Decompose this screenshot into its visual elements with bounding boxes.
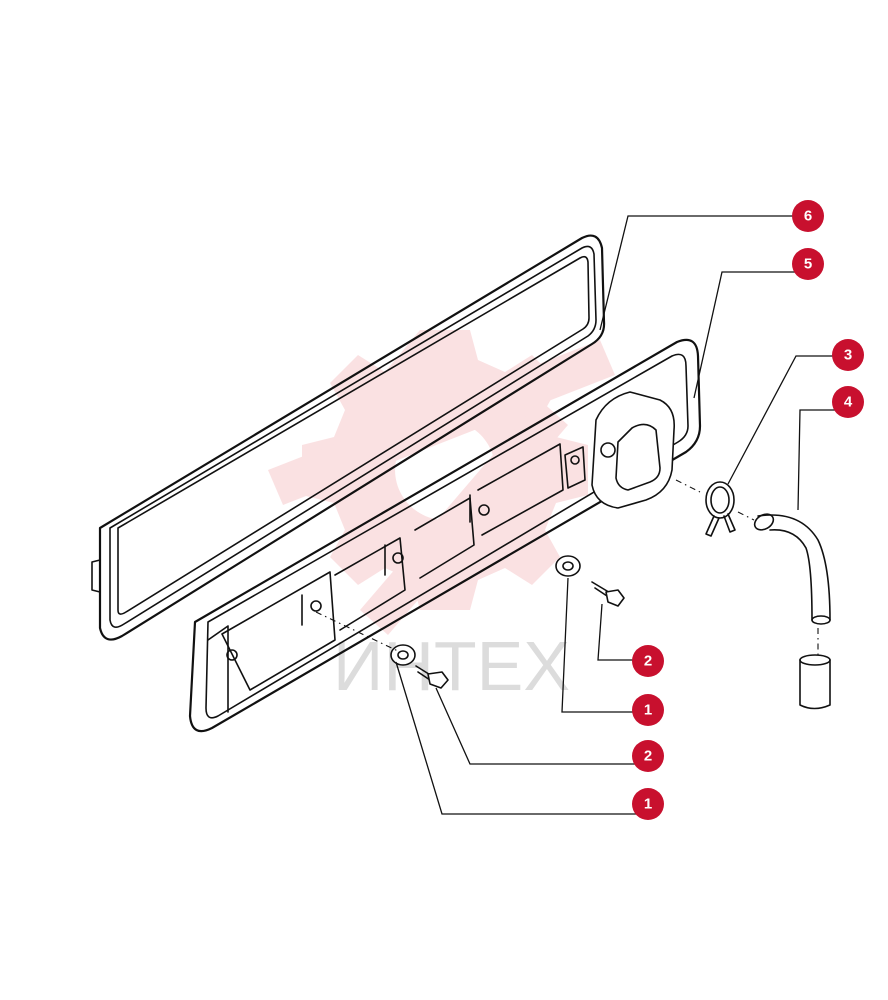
watermark-cross-icon xyxy=(268,340,615,635)
svg-text:4: 4 xyxy=(844,394,853,411)
svg-text:2: 2 xyxy=(644,653,652,670)
fastener-set-upper xyxy=(555,555,625,607)
hose-clamp-part xyxy=(705,481,736,537)
callout-1-lower: 1 xyxy=(632,788,664,820)
callout-2-upper: 2 xyxy=(632,645,664,677)
callout-3: 3 xyxy=(832,339,864,371)
watermark-logo xyxy=(268,330,615,635)
breather-hose-part xyxy=(753,513,831,710)
svg-text:5: 5 xyxy=(804,256,812,273)
watermark-text: ИНТЕХ xyxy=(333,627,570,705)
callout-1-upper: 1 xyxy=(632,694,664,726)
svg-text:1: 1 xyxy=(644,796,652,813)
gasket-part xyxy=(91,234,606,641)
svg-text:3: 3 xyxy=(844,347,852,364)
fastener-set-lower xyxy=(390,644,449,689)
svg-text:1: 1 xyxy=(644,702,652,719)
callout-5: 5 xyxy=(792,248,824,280)
callout-2-lower: 2 xyxy=(632,740,664,772)
callout-6: 6 xyxy=(792,200,824,232)
valve-cover-part xyxy=(188,338,702,733)
svg-text:6: 6 xyxy=(804,208,812,225)
callout-4: 4 xyxy=(832,386,864,418)
svg-text:2: 2 xyxy=(644,748,652,765)
leader-lines xyxy=(395,215,848,815)
assembly-axes xyxy=(315,479,819,656)
